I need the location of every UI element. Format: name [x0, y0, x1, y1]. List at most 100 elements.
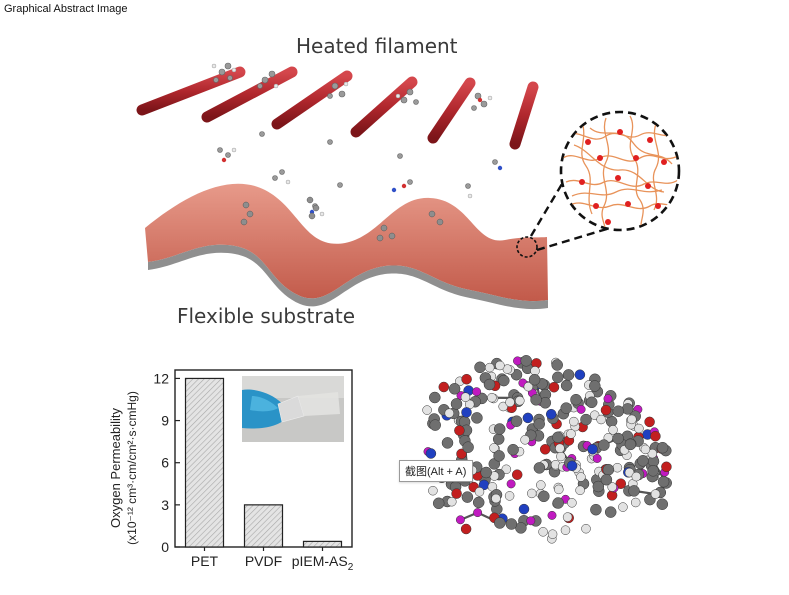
molecule-atom: [487, 482, 498, 492]
molecule-atom: [533, 413, 545, 426]
polymer-network: [562, 115, 678, 229]
molecule-atom: [471, 412, 483, 424]
molecule-atom: [647, 465, 659, 477]
molecule-atom: [515, 395, 525, 406]
molecule-atom: [630, 497, 641, 508]
molecule-atom: [502, 364, 513, 374]
molecule-atom: [536, 396, 546, 406]
molecule-atom: [642, 429, 653, 440]
y-axis-label: Oxygen Permeability: [108, 408, 123, 528]
molecule-atom: [631, 471, 642, 482]
molecule-atom: [604, 390, 617, 402]
molecule-atom: [464, 399, 475, 410]
molecule-atom: [526, 423, 539, 435]
molecule-atom: [549, 441, 562, 454]
molecule-atom: [496, 373, 508, 385]
molecule-atom: [581, 523, 591, 534]
molecule-atom: [619, 445, 630, 455]
molecule-atom: [562, 369, 575, 381]
molecule-atom: [479, 469, 489, 480]
molecule-atom: [458, 416, 471, 428]
molecule-atom: [429, 391, 441, 404]
molecule-atom: [596, 414, 606, 425]
molecule-atom: [511, 469, 523, 480]
molecule-atom: [552, 431, 564, 444]
molecule-atom: [616, 438, 628, 451]
molecule-atom: [491, 357, 503, 370]
molecule-atom: [460, 424, 473, 437]
x-tick-label: pIEM-AS2: [292, 553, 354, 573]
filament: [427, 77, 476, 144]
molecule-atom: [593, 441, 604, 452]
molecule-atom: [489, 380, 501, 392]
molecule-atom: [614, 444, 627, 457]
molecule-atom: [629, 412, 639, 422]
molecule-atom: [558, 437, 571, 449]
molecule-atom: [623, 399, 633, 409]
molecule-atom: [495, 360, 505, 371]
molecule-atom: [425, 448, 437, 459]
molecule-atom: [453, 415, 464, 426]
molecule-atom: [591, 385, 604, 398]
molecule-atom: [567, 498, 577, 508]
molecule-atom: [527, 437, 537, 447]
molecule-atom: [493, 450, 505, 462]
molecule-bond: [641, 446, 664, 462]
molecule-atom: [560, 379, 573, 392]
molecule-atom: [638, 469, 648, 479]
molecule-atom: [577, 478, 590, 490]
molecule-atom: [656, 441, 669, 454]
molecule-atom: [624, 438, 637, 451]
molecule-atom: [518, 515, 530, 527]
molecule-atom: [510, 449, 520, 459]
filament: [350, 76, 418, 138]
molecule-atom: [510, 368, 523, 381]
molecule-atom: [583, 394, 596, 407]
molecule-atom: [522, 381, 532, 391]
molecule-atom: [545, 408, 557, 420]
molecule-atom: [489, 512, 500, 524]
adsorbed-molecules: [240, 196, 444, 242]
molecule-atom: [520, 355, 532, 367]
molecule-atom: [493, 468, 505, 481]
molecule-atom: [460, 392, 471, 402]
molecule-atom: [479, 372, 492, 384]
molecule-atom: [493, 423, 506, 435]
y-tick-label: 9: [161, 413, 169, 429]
molecule-atom: [624, 438, 637, 450]
molecule-atom: [563, 435, 575, 446]
film-photo-inset: [242, 376, 344, 442]
molecule-atom: [633, 404, 643, 414]
molecule-atom: [488, 393, 499, 404]
molecule-atom: [429, 419, 441, 431]
molecule-atom: [634, 457, 647, 470]
molecule-atom: [609, 483, 619, 493]
molecule-atom: [593, 485, 605, 497]
molecule-atom: [633, 431, 644, 443]
molecule-atom: [455, 415, 468, 428]
molecule-atom: [479, 473, 491, 486]
molecule-atom: [660, 444, 672, 457]
molecule-atom: [552, 498, 562, 509]
molecule-atom: [530, 366, 540, 376]
molecule-atom: [552, 371, 564, 384]
molecule-atom: [612, 434, 623, 444]
precursor-molecules: [211, 62, 503, 243]
molecule-atom: [650, 430, 661, 442]
molecule-atom: [498, 374, 510, 387]
molecule-atom: [656, 498, 669, 510]
molecule-bond: [635, 452, 654, 478]
molecule-atom: [624, 467, 635, 478]
molecule-atom: [535, 488, 546, 499]
molecule-atom: [557, 462, 568, 472]
zoom-callout: [516, 110, 681, 258]
molecule-bond: [641, 452, 654, 462]
molecule-atom: [649, 441, 662, 454]
molecule-atom: [536, 378, 548, 390]
molecule-atom: [460, 523, 472, 535]
molecule-atom: [623, 461, 636, 474]
molecule-atom: [649, 471, 660, 482]
molecule-atom: [526, 516, 536, 526]
molecule-atom: [586, 453, 597, 464]
molecule-atom: [497, 513, 508, 524]
